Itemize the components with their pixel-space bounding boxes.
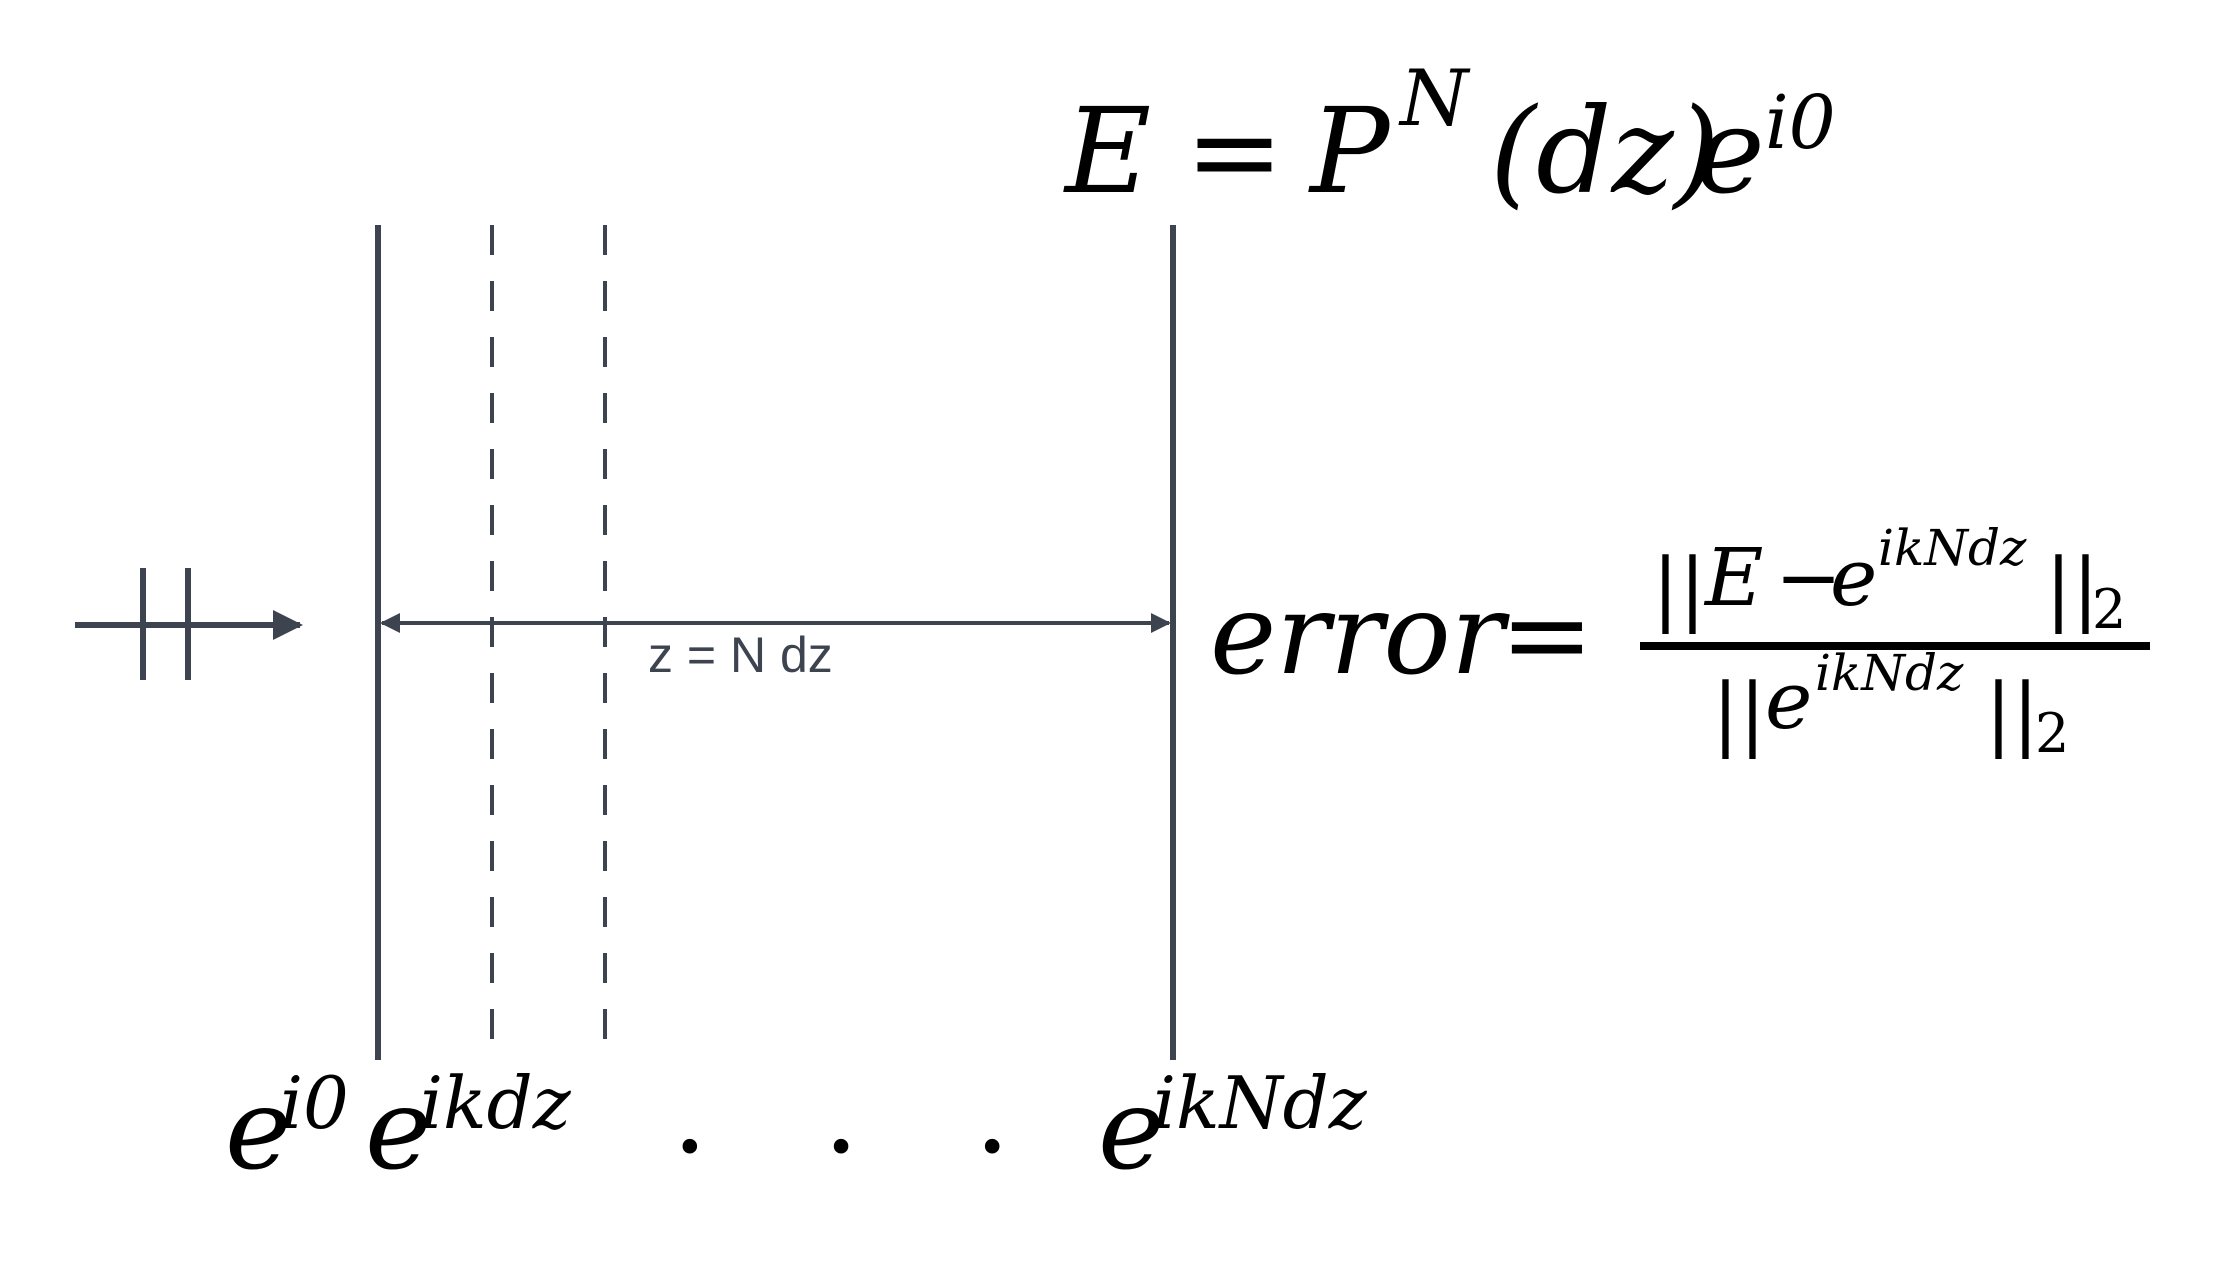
top-equation-e: e — [1695, 82, 1765, 220]
denominator-open-norm: || — [1712, 666, 1766, 759]
top-equation-operator: P — [1308, 82, 1392, 220]
denominator-close-norm: || — [1985, 666, 2039, 759]
label-second-base: e — [365, 1065, 431, 1195]
numerator-open-norm: || — [1652, 541, 1706, 634]
label-last-exponent: ikNdz — [1153, 1061, 1368, 1145]
label-first-base: e — [225, 1065, 291, 1195]
label-ellipsis: . . . — [672, 1049, 1050, 1179]
numerator-e: e — [1830, 531, 1877, 624]
top-equation-lhs: E — [1063, 82, 1151, 220]
denominator-exponent: ikNdz — [1815, 644, 1964, 702]
error-denominator: || e ikNdz || 2 — [1712, 644, 2069, 765]
distance-label: z = N dz — [648, 627, 833, 683]
denominator-subscript: 2 — [2035, 702, 2069, 765]
top-equation: E = P N (dz) e i0 — [1063, 54, 1836, 220]
error-numerator: || E − e ikNdz || 2 — [1652, 519, 2126, 641]
incoming-wave-symbol — [75, 568, 303, 680]
top-equation-argument: (dz) — [1490, 82, 1720, 220]
error-lhs: error — [1210, 570, 1511, 700]
denominator-e: e — [1765, 654, 1812, 747]
top-equation-e-exponent: i0 — [1765, 80, 1836, 166]
numerator-minus: − — [1775, 531, 1842, 624]
numerator-subscript: 2 — [2092, 578, 2126, 641]
numerator-close-norm: || — [2045, 541, 2099, 634]
error-equals: = — [1500, 570, 1594, 700]
label-first-exponent: i0 — [280, 1061, 349, 1145]
label-second-exponent: ikdz — [420, 1061, 572, 1145]
numerator-exponent: ikNdz — [1878, 519, 2027, 577]
top-equation-equals: = — [1185, 82, 1284, 220]
bottom-labels: e i0 e ikdz . . . e ikNdz — [225, 1049, 1368, 1195]
top-equation-power: N — [1398, 54, 1471, 144]
numerator-E: E — [1703, 531, 1763, 624]
label-last-base: e — [1098, 1065, 1164, 1195]
error-equation: error = || E − e ikNdz || 2 || e ikNdz |… — [1210, 519, 2150, 765]
